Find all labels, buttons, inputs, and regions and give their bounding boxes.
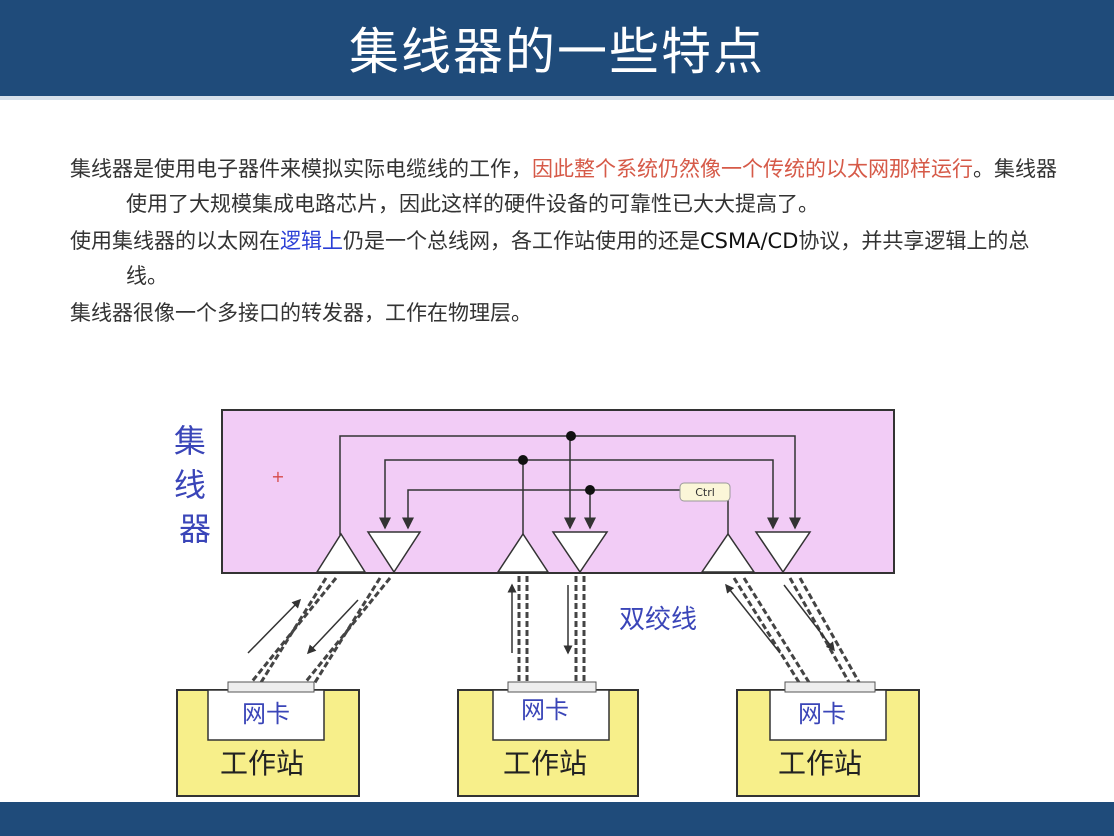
uplink-triangle <box>700 532 756 573</box>
paragraph-2-protocol: CSMA/CD <box>700 229 799 253</box>
paragraph-2-text-a: 使用集线器的以太网在 <box>70 229 280 253</box>
nic-connector <box>227 681 315 693</box>
ctrl-label: Ctrl <box>695 486 715 499</box>
slide-title: 集线器的一些特点 <box>349 23 765 81</box>
paragraph-1: 集线器是使用电子器件来模拟实际电缆线的工作，因此整个系统仍然像一个传统的以太网那… <box>70 152 1060 222</box>
workstation-3: 网卡 工作站 <box>736 681 920 797</box>
uplink-triangle <box>315 532 367 573</box>
junction-dot <box>566 431 576 441</box>
uplink-triangle <box>496 532 550 573</box>
paragraph-2: 使用集线器的以太网在逻辑上仍是一个总线网，各工作站使用的还是CSMA/CD协议，… <box>70 224 1060 294</box>
hub-label-char-2: 线 <box>174 466 206 504</box>
hub-label: 集 线 器 <box>174 422 216 548</box>
nic-label: 网卡 <box>242 700 290 728</box>
station-label: 工作站 <box>220 747 304 780</box>
twisted-pair-cables <box>248 576 862 685</box>
paragraph-3-text: 集线器很像一个多接口的转发器，工作在物理层。 <box>70 301 532 325</box>
footer-bar <box>0 802 1114 836</box>
ctrl-tag <box>679 482 731 502</box>
port-amplifiers <box>315 531 812 574</box>
paragraph-2-highlight: 逻辑上 <box>280 229 343 253</box>
workstation-2: 网卡 工作站 <box>457 681 639 797</box>
paragraph-1-text-b: 。集线器使用了大规模集成电路芯片，因此这样的硬件设备的可靠性已大大提高了。 <box>126 157 1057 216</box>
slide-body: 集线器是使用电子器件来模拟实际电缆线的工作，因此整个系统仍然像一个传统的以太网那… <box>70 152 1060 333</box>
signal-direction-arrows <box>247 583 835 655</box>
nic-label: 网卡 <box>521 696 569 724</box>
downlink-triangle <box>366 531 422 574</box>
paragraph-1-highlight: 因此整个系统仍然像一个传统的以太网那样运行 <box>532 157 973 181</box>
station-label: 工作站 <box>503 747 587 780</box>
hub-label-char-3: 器 <box>179 510 211 548</box>
paragraph-2-text-b: 仍是一个总线网，各工作站使用的还是 <box>343 229 700 253</box>
downlink-triangle <box>551 531 609 574</box>
paragraph-1-text-a: 集线器是使用电子器件来模拟实际电缆线的工作， <box>70 157 532 181</box>
workstation-1: 网卡 工作站 <box>176 681 360 797</box>
paragraph-3: 集线器很像一个多接口的转发器，工作在物理层。 <box>70 296 1060 331</box>
paragraph-2-text-c: 协议，并共享逻辑上的总线。 <box>126 229 1030 288</box>
nic-label: 网卡 <box>798 700 846 728</box>
title-bar: 集线器的一些特点 <box>0 0 1114 100</box>
station-label: 工作站 <box>778 747 862 780</box>
bus-wiring <box>339 435 801 535</box>
hub-label-char-1: 集 <box>174 422 206 460</box>
downlink-triangle <box>754 531 812 574</box>
cursor-marker: + <box>271 467 284 486</box>
nic-box <box>492 689 610 741</box>
nic-connector <box>507 681 597 693</box>
junction-dot <box>518 455 528 465</box>
nic-box <box>207 689 325 741</box>
nic-connector <box>784 681 876 693</box>
twisted-pair-label: 双绞线 <box>619 605 697 635</box>
junction-dot <box>585 485 595 495</box>
